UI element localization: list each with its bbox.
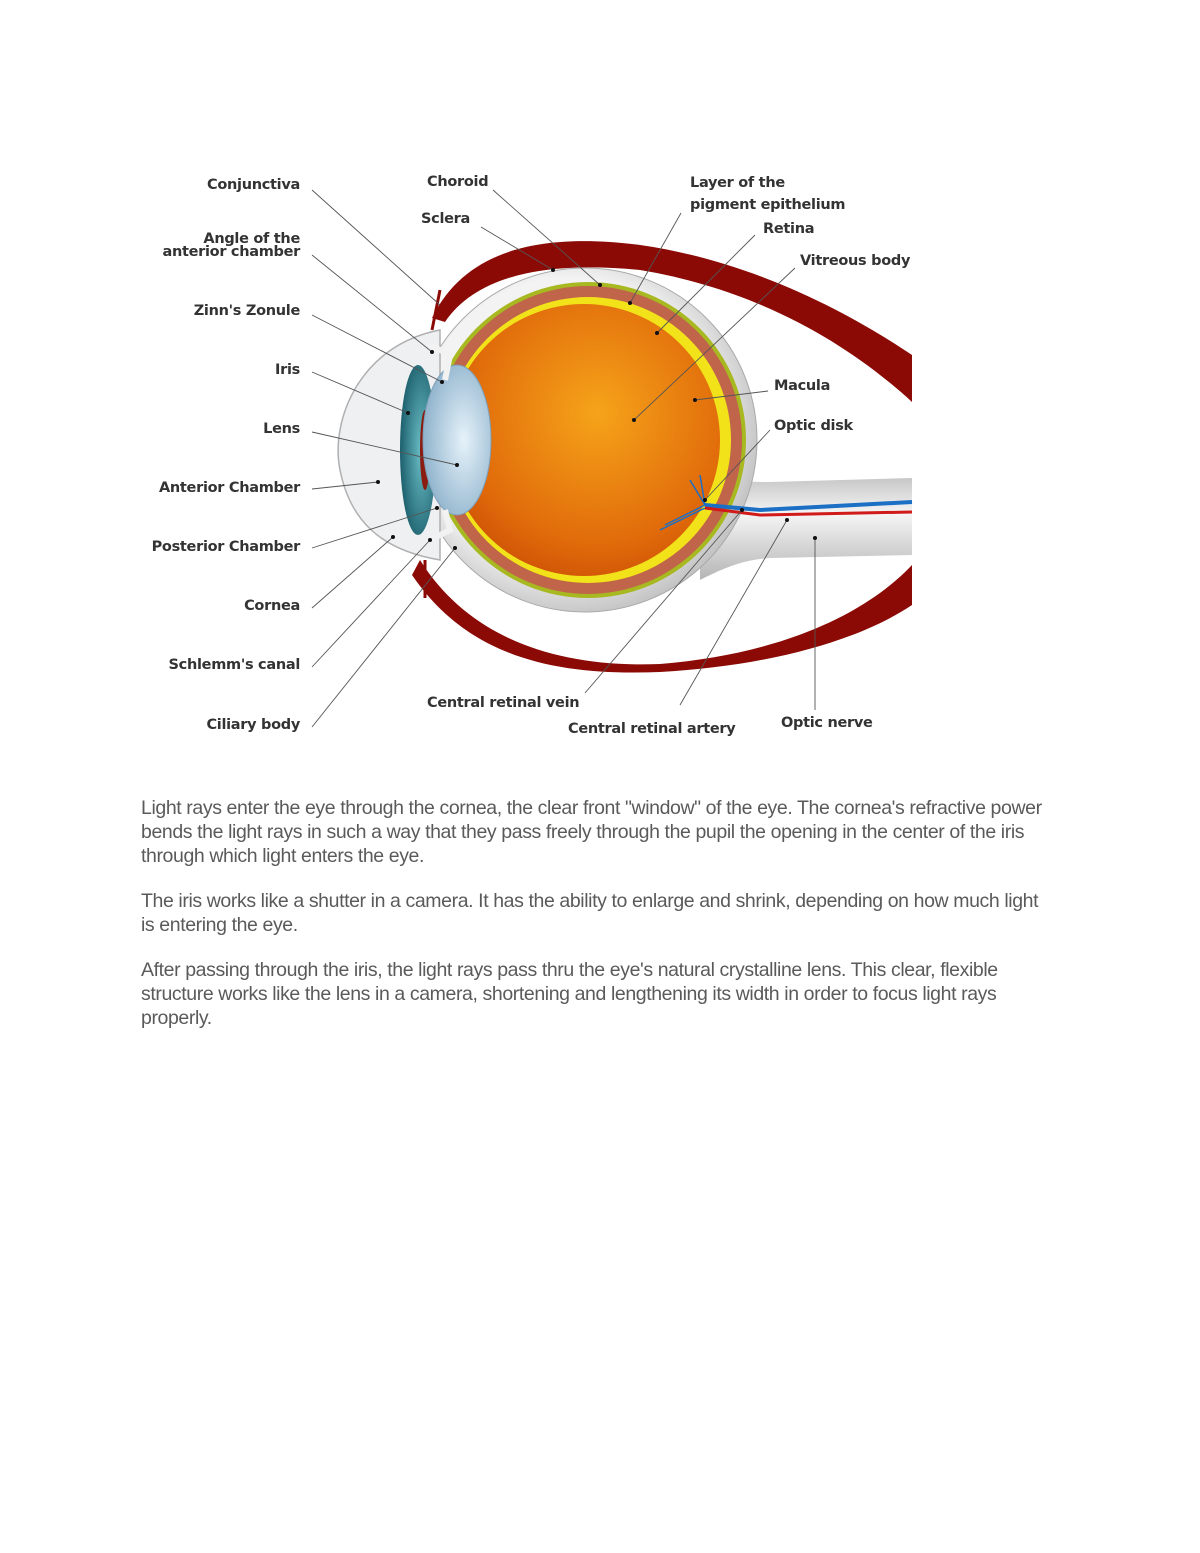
upper-muscle [432, 241, 912, 402]
label-retina: Retina [763, 221, 814, 237]
label-cornea: Cornea [244, 598, 300, 614]
label-iris: Iris [275, 362, 300, 378]
label-ciliary-body: Ciliary body [206, 717, 300, 733]
label-sclera: Sclera [421, 211, 470, 227]
label-macula: Macula [774, 378, 830, 394]
label-conjunctiva: Conjunctiva [207, 177, 300, 193]
leader-lines [311, 189, 816, 728]
body-text: Light rays enter the eye through the cor… [141, 796, 1046, 1051]
label-choroid: Choroid [427, 174, 488, 190]
label-optic-disk: Optic disk [774, 418, 854, 434]
lens-shape [422, 364, 492, 516]
ciliary-zonule-shape [428, 342, 454, 543]
paragraph-lens: After passing through the iris, the ligh… [141, 959, 998, 1029]
label-posterior-chamber: Posterior Chamber [152, 539, 302, 555]
optic-nerve-shape [700, 470, 912, 580]
label-lens: Lens [263, 421, 300, 437]
label-optic-nerve: Optic nerve [781, 715, 873, 731]
label-schlemms-canal: Schlemm's canal [169, 657, 300, 673]
paragraph-iris: The iris works like a shutter in a camer… [141, 890, 1039, 936]
conjunctival-vessels [423, 289, 442, 598]
label-vitreous-body: Vitreous body [800, 253, 911, 269]
label-central-retinal-artery: Central retinal artery [568, 721, 736, 737]
label-angle-line1: Angle of the [203, 231, 300, 247]
label-anterior-chamber: Anterior Chamber [159, 480, 301, 496]
label-angle-line2: anterior chamber [162, 244, 301, 260]
vitreous-body-shape [448, 304, 720, 576]
label-pigment-line2: pigment epithelium [690, 197, 845, 213]
eye-anatomy-diagram: Conjunctiva Angle of the anterior chambe… [152, 174, 913, 737]
label-pigment-line1: Layer of the [690, 175, 785, 191]
lower-muscle [412, 560, 912, 673]
leader-dots [376, 268, 817, 550]
retinal-vessel-branches [659, 474, 706, 531]
central-retinal-vein-shape [704, 500, 913, 513]
central-retinal-artery-shape [704, 506, 913, 517]
paragraph-cornea: Light rays enter the eye through the cor… [141, 797, 1042, 867]
label-central-retinal-vein: Central retinal vein [427, 695, 579, 711]
label-zinns-zonule: Zinn's Zonule [194, 303, 301, 319]
